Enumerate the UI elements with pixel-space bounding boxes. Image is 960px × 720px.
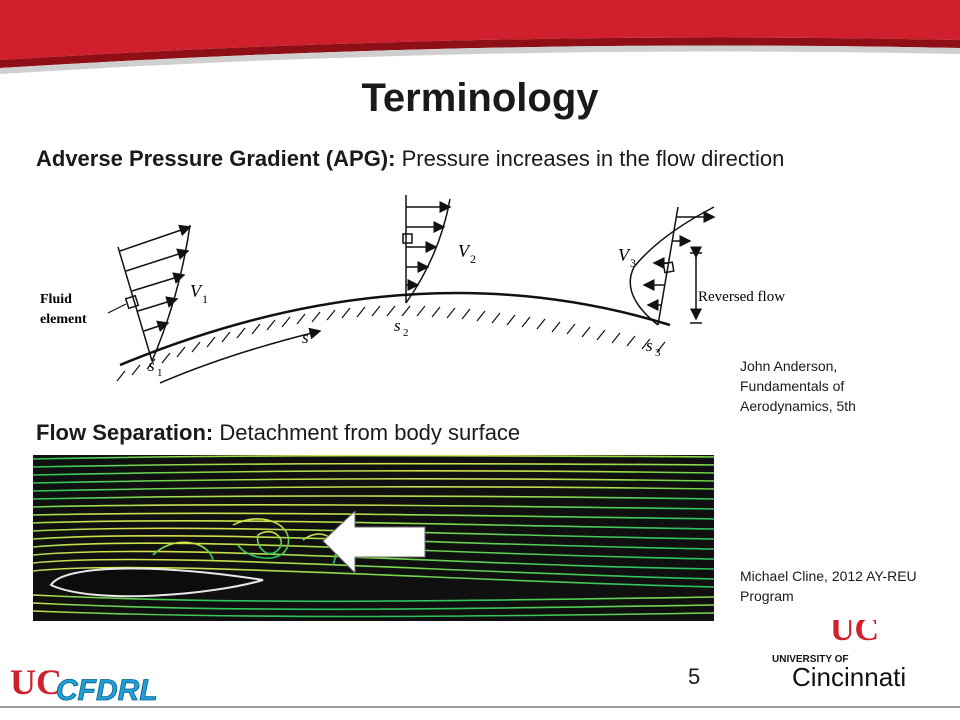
v3-sub: 3: [630, 256, 636, 270]
header-band: [0, 0, 960, 74]
page-number: 5: [688, 664, 701, 689]
separation-text: Detachment from body surface: [213, 420, 521, 445]
page-title: Terminology: [361, 76, 599, 120]
s-label: s: [302, 328, 309, 347]
s3-sub: 3: [655, 347, 661, 359]
cline-citation: Michael Cline, 2012 AY-REU Program: [740, 568, 917, 604]
velocity-profile-3: [629, 206, 716, 326]
apg-term: Adverse Pressure Gradient (APG):: [36, 146, 396, 171]
reversed-flow-label: Reversed flow: [698, 289, 785, 305]
s2-sub: 2: [403, 327, 409, 339]
velocity-profile-1: [117, 224, 192, 362]
anderson-citation: John Anderson, Fundamentals of Aerodynam…: [740, 358, 856, 414]
svg-text:CFDRL: CFDRL: [56, 674, 158, 707]
s1-label: s: [148, 356, 155, 375]
svg-text:UNIVERSITY OF: UNIVERSITY OF: [772, 654, 849, 665]
svg-text:Cincinnati: Cincinnati: [792, 662, 906, 690]
apg-definition: Adverse Pressure Gradient (APG): Pressur…: [36, 146, 784, 172]
v2-label: V: [458, 241, 471, 261]
separation-definition: Flow Separation: Detachment from body su…: [36, 420, 520, 446]
s3-label: s: [646, 336, 653, 355]
flow-direction-arrow: [322, 509, 426, 575]
university-of-cincinnati-logo: UC UNIVERSITY OF Cincinnati: [772, 620, 906, 690]
s1-sub: 1: [157, 367, 163, 379]
v1-sub: 1: [202, 292, 208, 306]
airfoil-shape: [49, 567, 264, 598]
velocity-profile-2: [402, 195, 452, 304]
uc-monogram-icon: UC: [10, 662, 62, 702]
streamlines: [33, 455, 714, 618]
apg-figure: Fluid element V 1 V 2 V 3 Reversed flow …: [40, 195, 785, 384]
s2-label: s: [394, 316, 401, 335]
v2-sub: 2: [470, 252, 476, 266]
v1-label: V: [190, 281, 203, 301]
element-label: element: [40, 312, 87, 327]
fluid-label: Fluid: [40, 292, 72, 307]
separation-term: Flow Separation:: [36, 420, 214, 445]
footer-band: [0, 706, 960, 708]
cfdrl-logo: UC CFDRL: [10, 662, 158, 707]
v3-label: V: [618, 245, 631, 265]
apg-text: Pressure increases in the flow direction: [395, 146, 785, 171]
flow-separation-image: [33, 455, 714, 621]
uc-monogram-icon: UC: [830, 620, 879, 648]
body-surface: [119, 291, 671, 367]
